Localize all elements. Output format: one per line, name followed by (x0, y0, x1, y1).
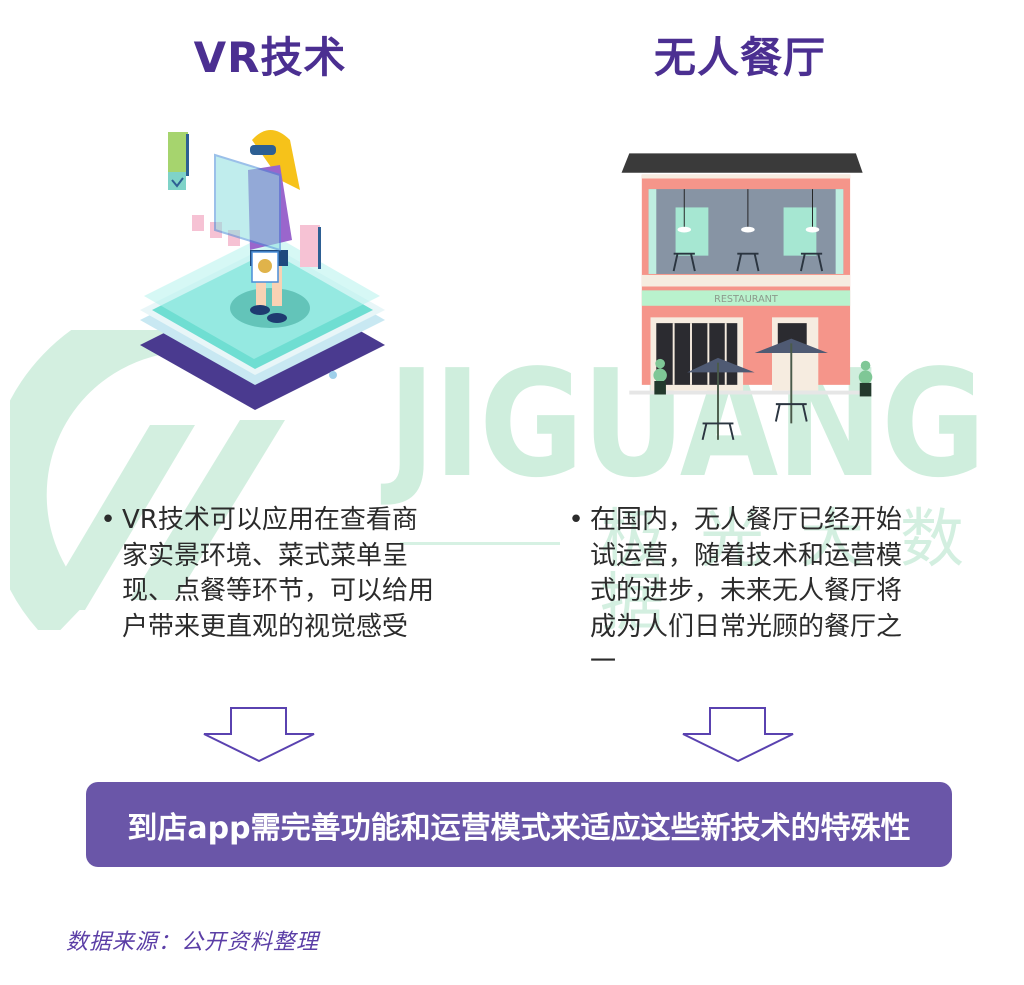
bullet-icon: • (568, 505, 584, 535)
conclusion-text: 到店app需完善功能和运营模式来适应这些新技术的特殊性 (127, 810, 911, 846)
vr-description: • VR技术可以应用在查看商家实景环境、菜式菜单呈现、点餐等环节，可以给用户带来… (98, 503, 438, 645)
data-source: 数据来源：公开资料整理 (66, 930, 320, 955)
vr-illustration (140, 130, 385, 410)
conclusion-banner: 到店app需完善功能和运营模式来适应这些新技术的特殊性 (86, 782, 952, 867)
restaurant-sign: RESTAURANT (714, 294, 778, 305)
restaurant-description: • 在国内，无人餐厅已经开始试运营，随着技术和运营模式的进步，未来无人餐厅将成为… (566, 503, 906, 681)
restaurant-illustration: RESTAURANT (621, 153, 873, 441)
bullet-icon: • (100, 505, 116, 535)
down-arrow-icon (682, 707, 794, 763)
restaurant-description-text: 在国内，无人餐厅已经开始试运营，随着技术和运营模式的进步，未来无人餐厅将成为人们… (590, 505, 903, 677)
vr-title: VR技术 (193, 33, 347, 82)
vr-description-text: VR技术可以应用在查看商家实景环境、菜式菜单呈现、点餐等环节，可以给用户带来更直… (122, 505, 435, 642)
down-arrow-icon (203, 707, 315, 763)
unmanned-restaurant-title: 无人餐厅 (653, 33, 826, 82)
